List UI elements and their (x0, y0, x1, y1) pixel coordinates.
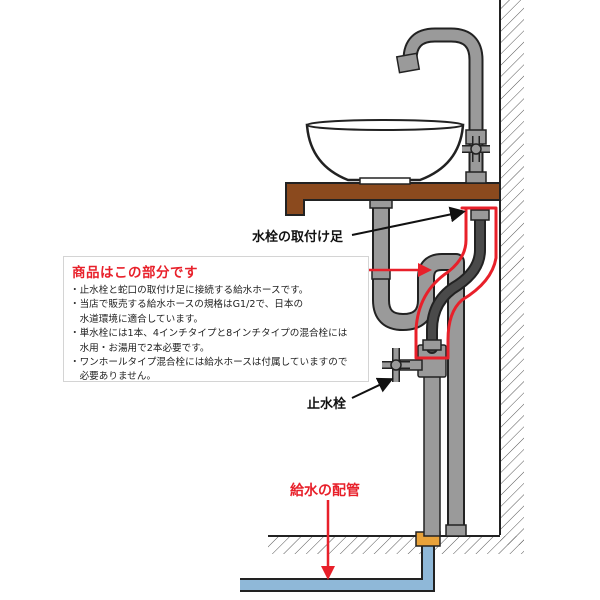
note-item: ・止水栓と蛇口の取付け足に接続する給水ホースです。 (70, 285, 309, 296)
counter-top (285, 182, 501, 216)
faucet (395, 27, 487, 184)
wall (499, 0, 524, 545)
supply-hose (422, 209, 490, 354)
note-item: 水道環境に適合しています。 (70, 313, 204, 325)
product-note: 商品はこの部分です ・止水栓と蛇口の取付け足に接続する給水ホースです。 ・当店で… (63, 256, 369, 382)
vessel-basin (305, 119, 465, 185)
note-item: ・当店で販売する給水ホースの規格はG1/2で、日本の (70, 299, 304, 311)
stop-valve-riser (399, 344, 447, 537)
note-item: ・単水栓には1本、4インチタイプと8インチタイプの混合栓には (70, 328, 348, 340)
product-pointer-arrowhead (418, 263, 432, 277)
stop-valve-label: 止水栓 (307, 396, 346, 412)
supply-pipe-label: 給水の配管 (290, 482, 360, 499)
stop-valve-handle-icon (382, 348, 410, 382)
faucet-handle-icon (462, 136, 490, 162)
note-item: 必要ありません。 (70, 371, 157, 383)
floor (268, 535, 524, 554)
stop-valve-arrow (351, 377, 394, 399)
drain-pipe (369, 197, 467, 537)
supply-pipe-arrowhead (321, 566, 335, 580)
mount-leg-label: 水栓の取付け足 (252, 229, 344, 245)
note-item: 水用・お湯用で2本必要です。 (70, 342, 210, 354)
product-note-title: 商品はこの部分です (72, 265, 198, 281)
note-item: ・ワンホールタイプ混合栓には給水ホースは付属していますので (70, 357, 348, 369)
mount-leg-arrow (351, 206, 466, 236)
hose-highlight-outline (414, 206, 498, 360)
